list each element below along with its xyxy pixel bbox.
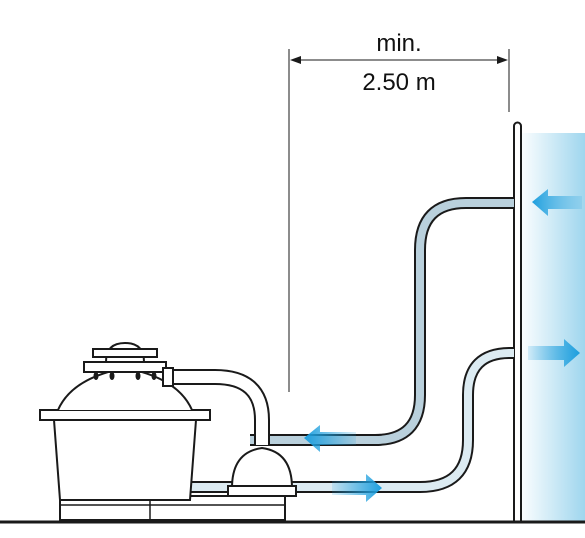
arrow-left-icon — [304, 425, 356, 452]
pump-filter-pipe — [168, 369, 270, 445]
arrow-right-icon — [528, 339, 580, 367]
flow-arrows — [304, 189, 582, 502]
pump — [227, 446, 297, 497]
pool-wall — [513, 121, 522, 522]
intake-hose — [250, 197, 514, 446]
distance-dimension: min. 2.50 m — [288, 30, 510, 392]
pool-water — [519, 133, 585, 523]
dimension-label-distance: 2.50 m — [362, 69, 435, 96]
sand-filter-tank — [39, 341, 211, 501]
valve-holes — [93, 372, 157, 380]
arrow-right-icon — [332, 474, 382, 502]
dimension-label-min: min. — [376, 30, 421, 57]
arrow-left-icon — [532, 189, 582, 216]
